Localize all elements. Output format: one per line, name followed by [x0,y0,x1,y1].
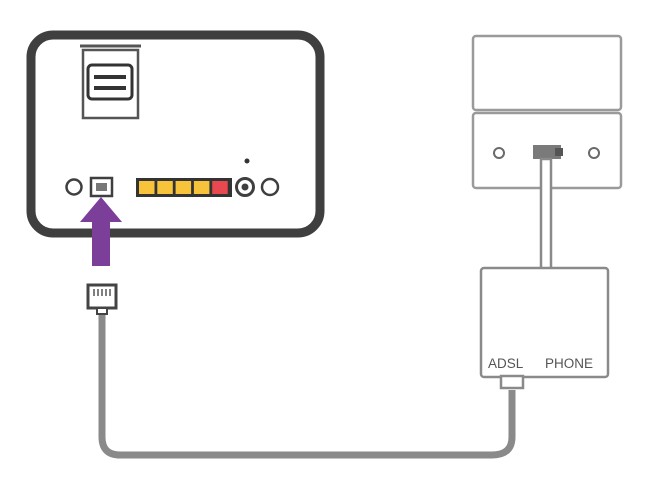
wall-socket-icon [471,34,623,190]
indicator-light-3 [175,181,192,194]
arrow-up-icon [80,197,122,266]
router-card-slot [80,44,141,120]
wall-socket-screw-right [588,147,600,159]
wall-socket-plug [533,145,561,159]
phone-port-label: PHONE [545,356,593,371]
indicator-light-2 [157,181,173,194]
adsl-cable [98,312,516,459]
adsl-splitter-icon: ADSL PHONE [479,266,610,390]
router-indicator-strip [136,178,232,197]
indicator-light-5 [212,181,228,194]
router-port-round-left [65,178,83,196]
router-body [26,30,325,238]
indicator-light-1 [139,181,155,194]
rj11-plug-icon [86,283,118,315]
wall-socket-screw-left [493,147,505,159]
router-icon [26,30,325,238]
indicator-light-4 [193,181,210,194]
splitter-line-cable [539,157,553,271]
router-jack [235,177,255,197]
adsl-port-connector [499,374,525,390]
router-dsl-port [89,176,114,198]
router-port-round-right [260,177,280,197]
adsl-port-label: ADSL [488,356,524,371]
router-power-led [244,158,250,164]
